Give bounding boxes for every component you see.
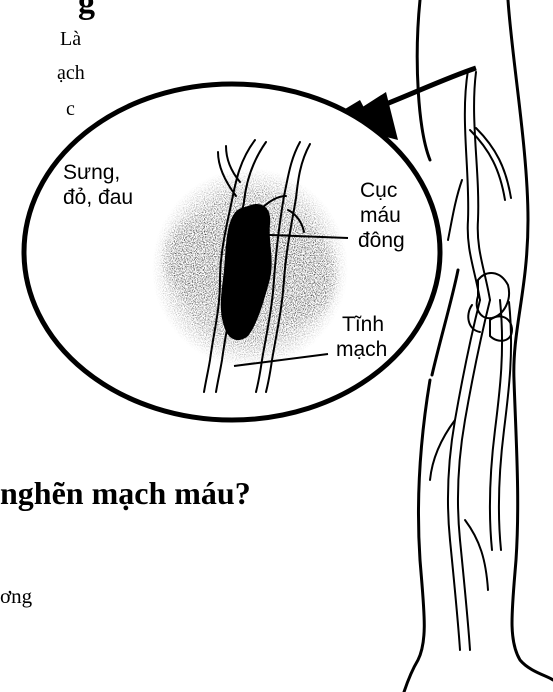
symptoms-label-line-1: Sưng,: [63, 160, 133, 185]
vein-label-line-1: Tĩnh: [336, 312, 387, 337]
vein-label: Tĩnh mạch: [336, 312, 387, 362]
leg-veins: [430, 70, 512, 650]
clot-label-line-2: máu: [358, 203, 405, 228]
clot-label-line-3: đông: [358, 228, 405, 253]
symptoms-label-line-2: đỏ, đau: [63, 185, 133, 210]
clot-label: Cục máu đông: [358, 178, 405, 253]
symptoms-label: Sưng, đỏ, đau: [63, 160, 133, 210]
clot-label-line-1: Cục: [358, 178, 405, 203]
vein-label-line-2: mạch: [336, 337, 387, 362]
